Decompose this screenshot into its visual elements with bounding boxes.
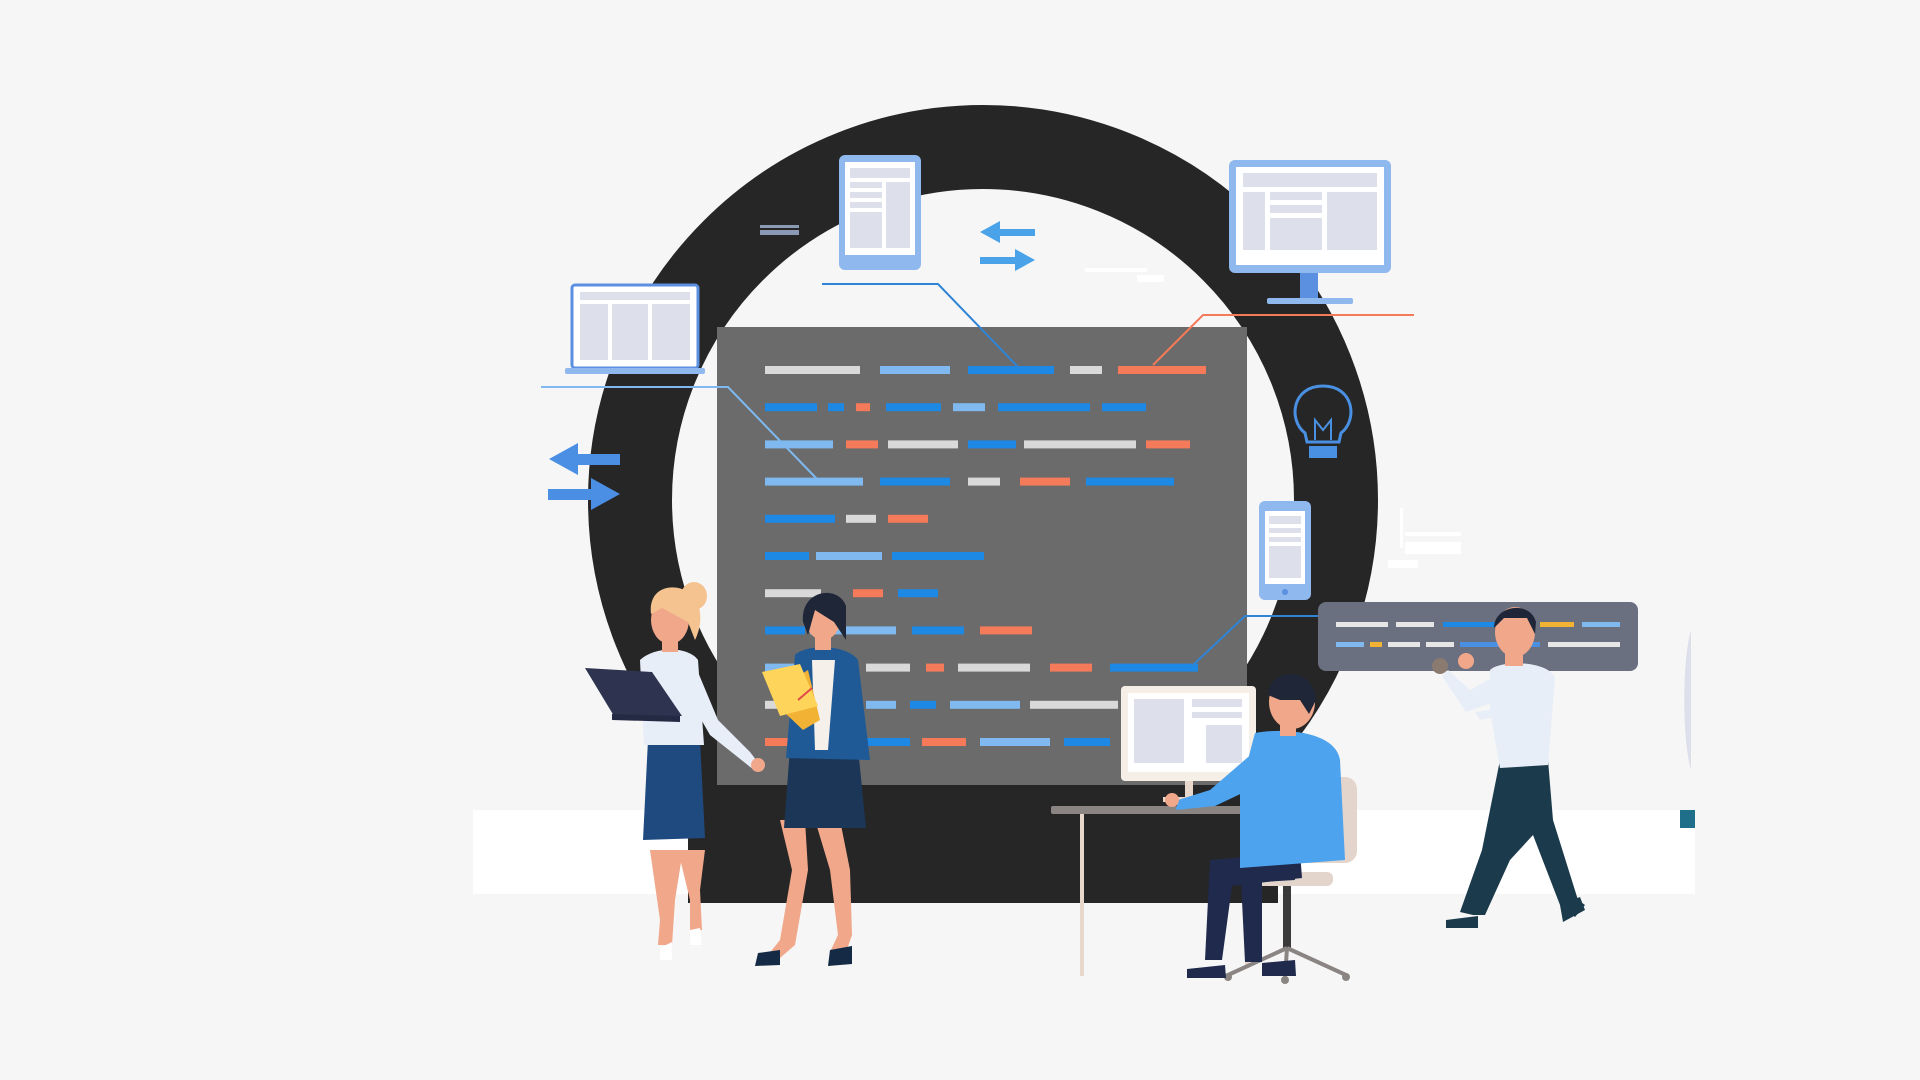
code-line-segment <box>953 403 985 412</box>
code-line-segment <box>866 663 910 672</box>
code-line-segment <box>810 626 896 635</box>
code-line-segment <box>866 700 896 709</box>
code-line-segment <box>828 403 844 412</box>
code-line-segment <box>846 440 878 449</box>
code-line-segment <box>980 626 1032 635</box>
code-line-segment <box>765 738 795 746</box>
code-line-segment <box>846 514 876 523</box>
code-line-segment <box>888 440 958 449</box>
woman-with-clipboard <box>755 592 870 966</box>
man-walking <box>1432 607 1585 928</box>
code-line-segment <box>980 738 1050 746</box>
laptop-icon <box>565 283 705 374</box>
code-line-segment <box>998 403 1090 412</box>
code-line-segment <box>950 700 1020 709</box>
code-line-segment <box>968 366 1054 374</box>
smartphone-icon <box>1259 501 1311 600</box>
code-line-segment <box>866 738 910 746</box>
code-line-segment <box>926 663 944 672</box>
code-line-segment <box>765 403 817 412</box>
code-line-segment <box>1146 440 1190 449</box>
code-line-segment <box>1050 663 1092 672</box>
code-line-segment <box>912 626 964 635</box>
code-line-segment <box>892 552 984 560</box>
tablet-icon <box>839 155 921 270</box>
code-line-segment <box>886 403 941 412</box>
code-line-segment <box>1102 403 1146 412</box>
decorative-dashes <box>760 225 1461 568</box>
code-line-segment <box>765 589 821 598</box>
code-line-segment <box>1070 366 1102 374</box>
code-line-segment <box>1030 700 1118 709</box>
code-line-segment <box>880 477 950 486</box>
code-line-segment <box>765 440 833 449</box>
code-line-segment <box>958 663 1030 672</box>
connector-lines <box>541 283 1414 667</box>
code-line-segment <box>968 440 1016 449</box>
code-line-segment <box>1086 477 1174 486</box>
code-line-segment <box>922 738 966 746</box>
connector-phone <box>1191 615 1320 667</box>
swap-arrows-icon-left <box>548 443 620 510</box>
code-line-segment <box>898 589 938 598</box>
code-line-segment <box>888 514 928 523</box>
desktop-monitor-icon <box>1229 160 1391 304</box>
code-line-segment <box>765 477 863 486</box>
desk-monitor <box>1121 686 1256 802</box>
connector-laptop <box>541 386 818 480</box>
code-line-segment <box>1020 477 1070 486</box>
code-line-segment <box>910 700 936 709</box>
code-tooltip <box>1318 602 1638 671</box>
code-line-segment <box>765 514 835 523</box>
connector-monitor <box>1152 314 1414 366</box>
code-line-segment <box>765 663 795 672</box>
man-at-desk <box>1165 674 1345 978</box>
code-line-segment <box>1110 663 1198 672</box>
code-line-segment <box>1024 440 1136 449</box>
connector-tablet <box>822 283 1020 369</box>
woman-with-laptop <box>585 582 765 960</box>
code-line-segment <box>765 552 809 560</box>
code-line-segment <box>880 366 950 374</box>
code-line-segment <box>765 626 805 635</box>
code-line-segment <box>1064 738 1110 746</box>
code-line-segment <box>968 477 1000 486</box>
right-edge-shape <box>1684 630 1691 770</box>
code-line-segment <box>1118 366 1206 374</box>
code-line-segment <box>856 403 870 412</box>
lightbulb-icon <box>1293 384 1353 458</box>
swap-arrows-icon-top <box>980 221 1035 271</box>
right-edge-accent <box>1680 810 1695 828</box>
code-line-segment <box>853 589 883 598</box>
code-line-segment <box>765 366 860 374</box>
code-line-segment <box>816 552 882 560</box>
